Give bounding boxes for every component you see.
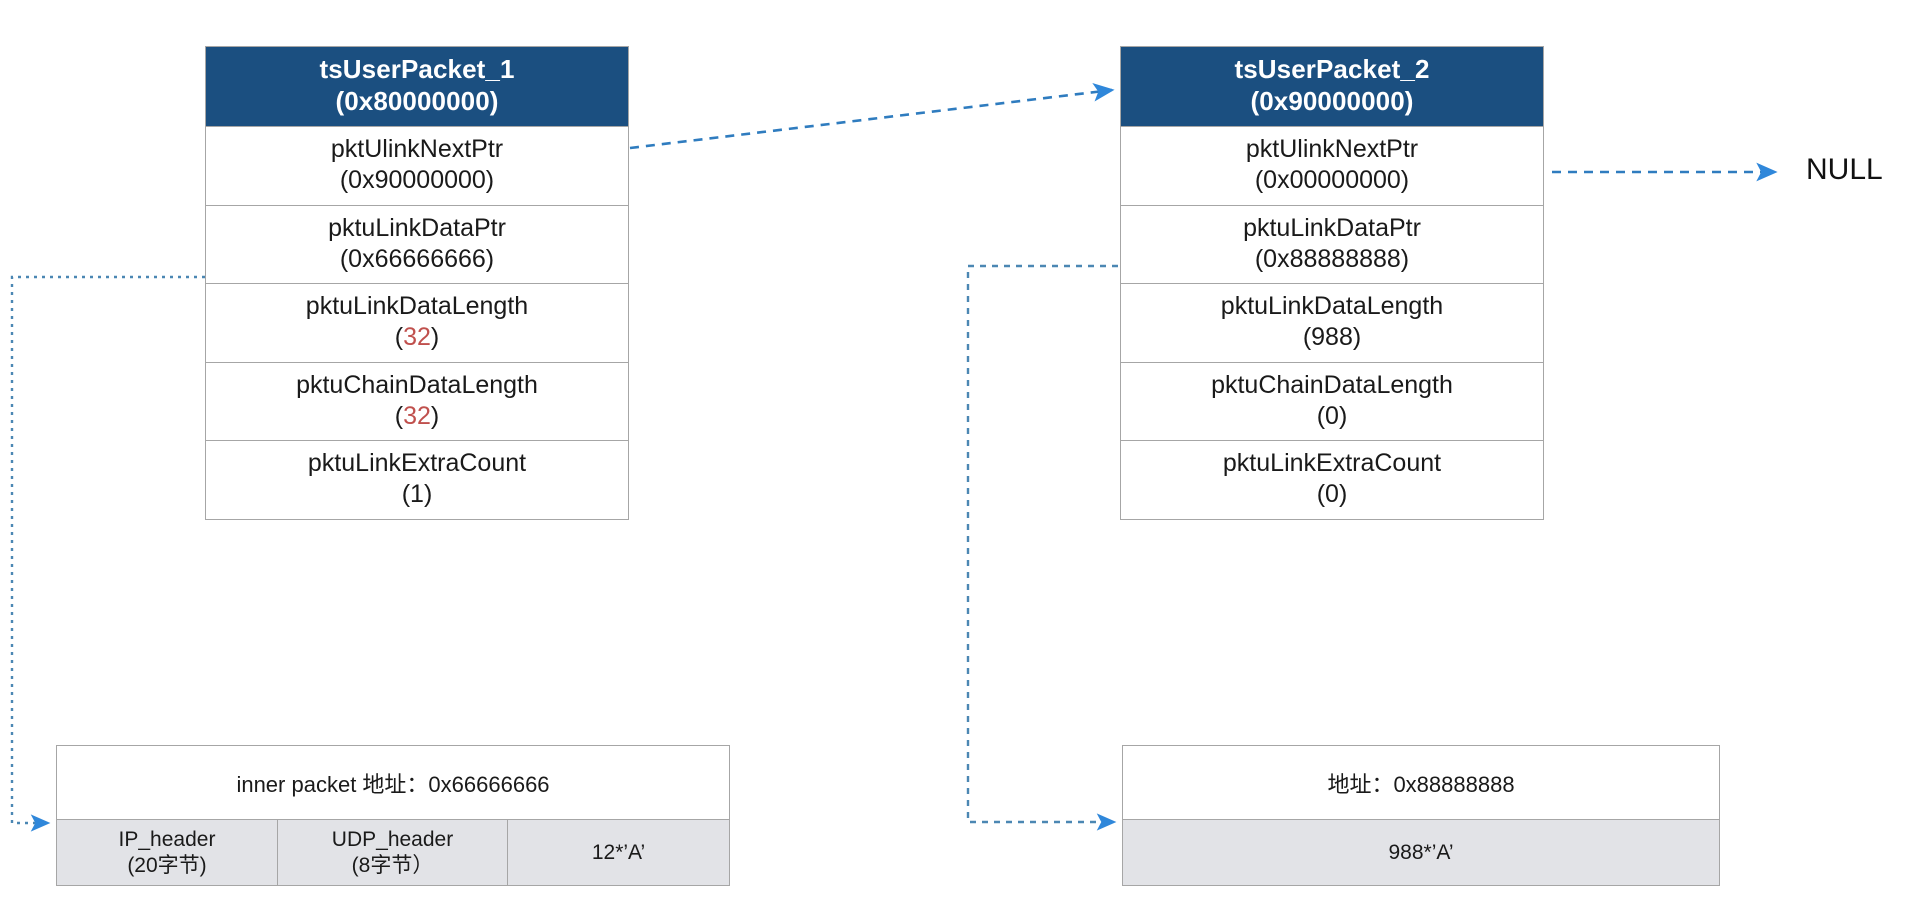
- wire-next-ptr-p1-to-p2: [629, 82, 1115, 150]
- null-terminator-label: NULL: [1806, 153, 1883, 186]
- field-label: pktuChainDataLength: [296, 370, 538, 399]
- buffer1-title: inner packet 地址：0x66666666: [57, 746, 729, 819]
- field-pktuLinkDataLength: pktuLinkDataLength (32): [206, 283, 628, 362]
- struct-header-packet1: tsUserPacket_1 (0x80000000): [206, 47, 628, 127]
- buffer2-segments: 988*’A’: [1123, 819, 1719, 885]
- field-pktuLinkExtraCount: pktuLinkExtraCount (1): [206, 440, 628, 519]
- segment-label: 988*’A’: [1388, 840, 1454, 864]
- struct-table-packet1: tsUserPacket_1 (0x80000000) pktUlinkNext…: [205, 46, 629, 520]
- field-value: (0): [1316, 480, 1348, 509]
- segment-size: (20字节): [127, 853, 207, 877]
- wire-data-ptr-p2-to-buffer2: [966, 264, 1118, 831]
- struct-table-packet2: tsUserPacket_2 (0x90000000) pktUlinkNext…: [1120, 46, 1544, 520]
- field-label: pktuLinkExtraCount: [307, 449, 527, 478]
- field-value: (1): [401, 480, 433, 509]
- memory-buffer-inner-packet: inner packet 地址：0x66666666 IP_header (20…: [56, 745, 730, 886]
- field-value-highlight: 32: [403, 401, 431, 430]
- field-value: (988): [1302, 323, 1362, 352]
- field-value: (0): [1316, 401, 1348, 430]
- field-pktuLinkDataLength: pktuLinkDataLength (988): [1121, 283, 1543, 362]
- field-value: (0x66666666): [339, 244, 495, 273]
- field-label: pktuLinkDataLength: [1220, 292, 1444, 321]
- segment-size: (8字节）: [351, 853, 434, 877]
- packet1-address: (0x80000000): [335, 85, 499, 116]
- buffer1-segment-payload: 12*’A’: [507, 820, 729, 885]
- field-pktUlinkNextPtr: pktUlinkNextPtr (0x90000000): [206, 126, 628, 205]
- packet2-name: tsUserPacket_2: [1234, 54, 1430, 84]
- field-label: pktUlinkNextPtr: [1245, 135, 1419, 164]
- segment-label: 12*’A’: [591, 840, 646, 864]
- buffer1-segment-udp-header: UDP_header (8字节）: [277, 820, 507, 885]
- segment-label: IP_header: [118, 827, 216, 851]
- field-value: (0x88888888): [1254, 244, 1410, 273]
- field-value: (32): [394, 323, 440, 352]
- field-pktUlinkNextPtr: pktUlinkNextPtr (0x00000000): [1121, 126, 1543, 205]
- struct-header-packet2: tsUserPacket_2 (0x90000000): [1121, 47, 1543, 127]
- field-pktuChainDataLength: pktuChainDataLength (32): [206, 361, 628, 441]
- field-value: (32): [394, 401, 440, 430]
- buffer1-segments: IP_header (20字节) UDP_header (8字节） 12*’A’: [57, 819, 729, 885]
- field-label: pktuLinkDataLength: [305, 292, 529, 321]
- buffer1-segment-ip-header: IP_header (20字节): [57, 820, 277, 885]
- field-pktuLinkExtraCount: pktuLinkExtraCount (0): [1121, 440, 1543, 519]
- field-label: pktuLinkExtraCount: [1222, 449, 1442, 478]
- field-value-highlight: 32: [403, 323, 431, 352]
- field-value: (0x00000000): [1254, 166, 1410, 195]
- field-value: (0x90000000): [339, 166, 495, 195]
- field-label: pktuChainDataLength: [1211, 370, 1453, 399]
- memory-buffer-packet2-data: 地址：0x88888888 988*’A’: [1122, 745, 1720, 886]
- field-pktuLinkDataPtr: pktuLinkDataPtr (0x88888888): [1121, 204, 1543, 284]
- packet1-name: tsUserPacket_1: [319, 54, 515, 84]
- buffer2-title: 地址：0x88888888: [1123, 746, 1719, 819]
- field-label: pktuLinkDataPtr: [328, 213, 506, 242]
- segment-label: UDP_header: [331, 827, 454, 851]
- field-pktuLinkDataPtr: pktuLinkDataPtr (0x66666666): [206, 204, 628, 284]
- wire-data-ptr-p1-to-buffer1: [10, 275, 205, 832]
- field-pktuChainDataLength: pktuChainDataLength (0): [1121, 361, 1543, 441]
- buffer2-segment-payload: 988*’A’: [1123, 820, 1719, 885]
- field-label: pktUlinkNextPtr: [330, 135, 504, 164]
- field-label: pktuLinkDataPtr: [1243, 213, 1421, 242]
- packet2-address: (0x90000000): [1250, 85, 1414, 116]
